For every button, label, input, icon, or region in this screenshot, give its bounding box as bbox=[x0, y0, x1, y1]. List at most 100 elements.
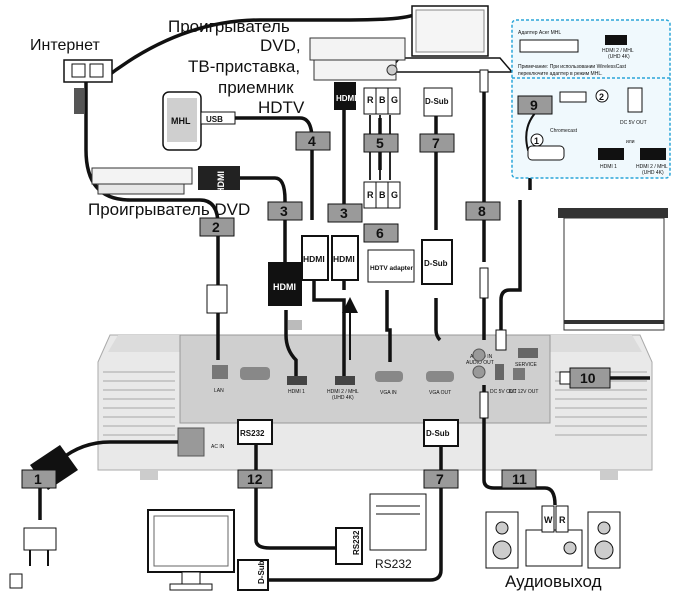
hdmi-plug-stb bbox=[334, 82, 356, 110]
svg-text:D-Sub: D-Sub bbox=[424, 259, 448, 268]
svg-text:3: 3 bbox=[340, 205, 348, 221]
badge-10 bbox=[569, 367, 611, 389]
svg-text:B: B bbox=[379, 95, 386, 105]
dc12v-label: DC 12V OUT bbox=[509, 389, 538, 395]
badge-5 bbox=[363, 133, 399, 153]
rgb-plugs-bottom: R B G bbox=[363, 181, 401, 209]
lan-wall-socket bbox=[63, 59, 113, 114]
svg-text:10: 10 bbox=[580, 370, 596, 386]
audio-plug-w bbox=[541, 505, 555, 533]
badge-4 bbox=[295, 131, 331, 151]
dvd-stb-label-4: приемник bbox=[218, 78, 294, 97]
svg-text:HDMI: HDMI bbox=[303, 254, 325, 264]
service-port[interactable] bbox=[518, 348, 538, 358]
hdmi2-port-label: HDMI 2 / MHL bbox=[327, 389, 359, 395]
hdmi2-port[interactable] bbox=[335, 376, 355, 385]
dc5v-label: DC 5V OUT bbox=[490, 389, 517, 395]
audio-plug-laptop bbox=[479, 69, 489, 93]
dsub-plug-monitor bbox=[237, 559, 269, 591]
hdmi1-port[interactable] bbox=[287, 376, 307, 385]
inset-step-1: 1 bbox=[534, 136, 539, 146]
audio-plug-out bbox=[479, 391, 489, 419]
rgb-plugs-top: R B G bbox=[363, 87, 401, 115]
inset-hdmi-port bbox=[605, 35, 627, 45]
hdmi1-port-label: HDMI 1 bbox=[288, 389, 305, 395]
hdmi2-uhd-label: (UHD 4K) bbox=[332, 395, 354, 401]
svg-text:D-Sub: D-Sub bbox=[257, 560, 266, 584]
audio-out-label: AUDIO OUT bbox=[466, 360, 494, 366]
audio-plug-8 bbox=[479, 267, 489, 299]
vga-out-label: VGA OUT bbox=[429, 390, 451, 396]
monitor bbox=[147, 509, 235, 591]
rs232-port[interactable] bbox=[240, 367, 270, 380]
dvd-player bbox=[91, 167, 193, 195]
speakers bbox=[485, 511, 621, 569]
svg-text:6: 6 bbox=[376, 225, 384, 241]
svg-text:RS232: RS232 bbox=[352, 530, 361, 555]
inset-step-2: 2 bbox=[599, 92, 604, 102]
vga-in-label: VGA IN bbox=[380, 390, 397, 396]
dsub-plug-out bbox=[423, 419, 459, 447]
usb-plug bbox=[200, 111, 236, 125]
usb-label: USB bbox=[206, 115, 223, 124]
dsub-plug-laptop-label: D-Sub bbox=[425, 97, 449, 106]
inset-note-2: переключите адаптер в режим MHL. bbox=[518, 71, 603, 77]
inset-hdmi1-label: HDMI 1 bbox=[600, 164, 617, 170]
svg-text:B: B bbox=[379, 190, 386, 200]
svg-text:RS232: RS232 bbox=[240, 429, 265, 438]
badge-12 bbox=[237, 469, 273, 489]
svg-text:7: 7 bbox=[436, 471, 444, 487]
badge-2 bbox=[199, 217, 235, 237]
badge-3b bbox=[327, 203, 363, 223]
svg-text:HDMI: HDMI bbox=[273, 282, 296, 292]
svg-text:R: R bbox=[367, 95, 374, 105]
rs232-plug-projector bbox=[237, 419, 273, 445]
badge-8 bbox=[465, 201, 501, 221]
svg-text:7: 7 bbox=[432, 135, 440, 151]
audio-plug-r bbox=[555, 505, 569, 533]
inset-uhd2-label: (UHD 4K) bbox=[642, 170, 664, 176]
svg-text:1: 1 bbox=[34, 471, 42, 487]
svg-text:2: 2 bbox=[212, 219, 220, 235]
svg-text:3: 3 bbox=[280, 203, 288, 219]
svg-text:11: 11 bbox=[512, 471, 527, 487]
inset-or: или bbox=[626, 139, 635, 145]
dsub-plug-7 bbox=[421, 239, 453, 285]
badge-9 bbox=[517, 95, 553, 115]
svg-text:R: R bbox=[559, 515, 566, 525]
inset-hdmi2-port bbox=[640, 148, 666, 160]
inset-title: Адаптер Acer MHL bbox=[518, 30, 561, 36]
badge-7a bbox=[419, 133, 455, 153]
power-icon bbox=[9, 573, 23, 589]
power-plug bbox=[23, 445, 78, 566]
badge-3a bbox=[267, 201, 303, 221]
ac-in-socket[interactable] bbox=[177, 427, 205, 457]
inset-hdmi2-label: HDMI 2 / MHL bbox=[636, 164, 668, 170]
svg-text:4: 4 bbox=[308, 133, 316, 149]
vga-out-port[interactable] bbox=[426, 371, 454, 382]
svg-text:8: 8 bbox=[478, 203, 486, 219]
badge-6 bbox=[363, 223, 399, 243]
audio-in-jack[interactable] bbox=[472, 348, 486, 362]
badge-1 bbox=[21, 469, 57, 489]
lan-port[interactable] bbox=[212, 365, 228, 379]
inset-note-1: Примечание: При использовании WirelessCa… bbox=[518, 64, 627, 70]
dvd-stb-label-2: DVD, bbox=[260, 36, 301, 55]
svg-text:12: 12 bbox=[247, 471, 263, 487]
phone: MHL bbox=[162, 91, 202, 151]
vga-in-port[interactable] bbox=[375, 371, 403, 382]
inset-hdmi1-port bbox=[598, 148, 624, 160]
usb-dc-port[interactable] bbox=[495, 364, 504, 380]
hdmi-plug-stb-label: HDMI bbox=[336, 94, 356, 103]
lan-plug bbox=[74, 88, 84, 114]
svg-text:HDMI: HDMI bbox=[216, 171, 226, 194]
audio-out-jack[interactable] bbox=[472, 365, 486, 379]
svg-text:9: 9 bbox=[530, 97, 538, 113]
chromecast-device bbox=[527, 145, 565, 161]
usb-plug-9 bbox=[495, 329, 507, 351]
dc12v-port[interactable] bbox=[513, 368, 525, 380]
internet-label: Интернет bbox=[30, 37, 100, 54]
mhl-adapter bbox=[519, 39, 579, 53]
svg-text:G: G bbox=[391, 95, 398, 105]
